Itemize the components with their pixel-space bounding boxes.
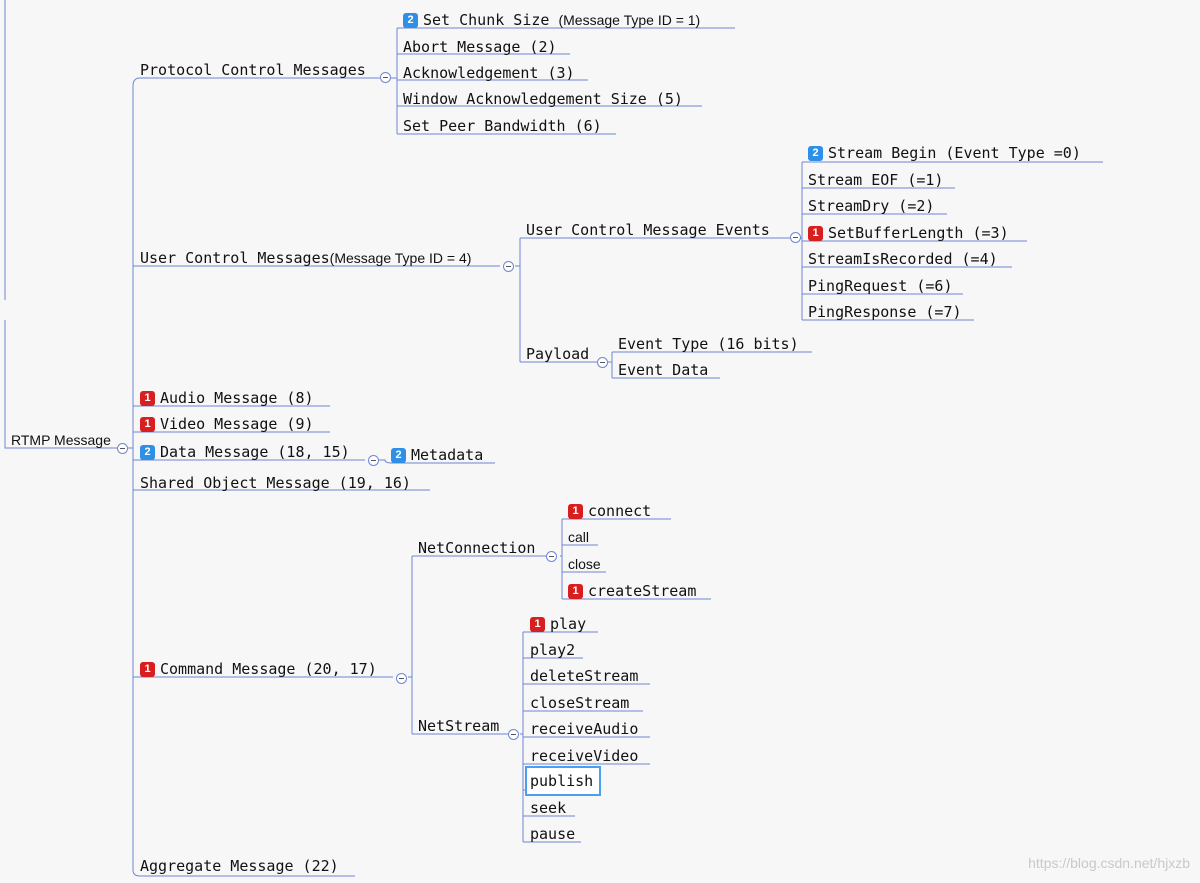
collapse-toggle-command[interactable]	[396, 673, 407, 684]
priority-1-icon: 1	[568, 504, 583, 519]
priority-1-icon: 1	[568, 584, 583, 599]
node-closestream[interactable]: closeStream	[530, 694, 630, 712]
collapse-toggle-user-control[interactable]	[503, 261, 514, 272]
node-pingresponse[interactable]: PingResponse (=7)	[808, 303, 962, 321]
node-netstream[interactable]: NetStream	[418, 717, 500, 735]
node-play2[interactable]: play2	[530, 641, 576, 659]
collapse-toggle-root[interactable]	[117, 443, 128, 454]
collapse-toggle-payload[interactable]	[597, 357, 608, 368]
node-event-data[interactable]: Event Data	[618, 361, 709, 379]
node-call[interactable]: call	[568, 529, 590, 545]
node-netconnection[interactable]: NetConnection	[418, 539, 536, 557]
node-label: SetBufferLength (=3)	[828, 224, 1009, 242]
node-connect[interactable]: 1 connect	[565, 498, 657, 524]
node-label: Audio Message (8)	[160, 389, 314, 407]
node-pause[interactable]: pause	[530, 825, 576, 843]
node-set-chunk-size[interactable]: 2 Set Chunk Size (Message Type ID = 1)	[400, 7, 706, 33]
watermark-text: https://blog.csdn.net/hjxzb	[1028, 855, 1190, 871]
node-createstream[interactable]: 1 createStream	[565, 578, 702, 604]
node-shared-object-message[interactable]: Shared Object Message (19, 16)	[140, 474, 411, 492]
node-command-message[interactable]: 1 Command Message (20, 17)	[137, 656, 383, 682]
node-protocol-control-messages[interactable]: Protocol Control Messages	[140, 61, 366, 79]
node-set-peer-bandwidth[interactable]: Set Peer Bandwidth (6)	[403, 117, 602, 135]
priority-1-icon: 1	[530, 617, 545, 632]
node-acknowledgement[interactable]: Acknowledgement (3)	[403, 64, 575, 82]
node-label: Command Message (20, 17)	[160, 660, 377, 678]
node-label: Stream Begin (Event Type =0)	[828, 144, 1081, 162]
node-data-message[interactable]: 2 Data Message (18, 15)	[137, 439, 356, 465]
priority-2-icon: 2	[808, 146, 823, 161]
node-seek[interactable]: seek	[530, 799, 567, 817]
node-user-control-messages[interactable]: User Control Messages(Message Type ID = …	[137, 245, 477, 271]
node-pingrequest[interactable]: PingRequest (=6)	[808, 277, 953, 295]
priority-2-icon: 2	[140, 445, 155, 460]
node-deletestream[interactable]: deleteStream	[530, 667, 639, 685]
priority-1-icon: 1	[140, 417, 155, 432]
priority-1-icon: 1	[140, 662, 155, 677]
collapse-toggle-events[interactable]	[790, 232, 801, 243]
node-stream-begin[interactable]: 2 Stream Begin (Event Type =0)	[805, 140, 1087, 166]
node-abort-message[interactable]: Abort Message (2)	[403, 38, 557, 56]
priority-1-icon: 1	[140, 391, 155, 406]
collapse-toggle-data-message[interactable]	[368, 455, 379, 466]
priority-2-icon: 2	[403, 13, 418, 28]
node-user-control-message-events[interactable]: User Control Message Events	[526, 221, 770, 239]
node-stream-eof[interactable]: Stream EOF (=1)	[808, 171, 944, 189]
root-node-rtmp-message[interactable]: RTMP Message	[11, 432, 111, 448]
node-publish-selected[interactable]: publish	[524, 766, 602, 796]
node-video-message[interactable]: 1 Video Message (9)	[137, 411, 320, 437]
node-streamisrecorded[interactable]: StreamIsRecorded (=4)	[808, 250, 998, 268]
collapse-toggle-netconnection[interactable]	[546, 551, 557, 562]
node-label: play	[550, 615, 587, 633]
node-event-type[interactable]: Event Type (16 bits)	[618, 335, 799, 353]
node-label: Set Chunk Size	[423, 11, 550, 29]
node-label: connect	[588, 502, 652, 520]
node-label: createStream	[588, 582, 697, 600]
node-setbufferlength[interactable]: 1 SetBufferLength (=3)	[805, 220, 1015, 246]
node-label-suffix: (Message Type ID = 4)	[329, 250, 472, 266]
node-receivevideo[interactable]: receiveVideo	[530, 747, 639, 765]
node-label: User Control Messages	[140, 249, 330, 267]
node-close[interactable]: close	[568, 556, 601, 572]
node-audio-message[interactable]: 1 Audio Message (8)	[137, 385, 320, 411]
priority-2-icon: 2	[391, 448, 406, 463]
priority-1-icon: 1	[808, 226, 823, 241]
node-aggregate-message[interactable]: Aggregate Message (22)	[140, 857, 339, 875]
node-payload[interactable]: Payload	[526, 345, 590, 363]
collapse-toggle-protocol-control[interactable]	[380, 72, 391, 83]
node-metadata[interactable]: 2 Metadata	[388, 442, 489, 468]
node-label: Metadata	[411, 446, 484, 464]
node-label: Video Message (9)	[160, 415, 314, 433]
node-label-suffix: (Message Type ID = 1)	[558, 12, 701, 28]
node-receiveaudio[interactable]: receiveAudio	[530, 720, 639, 738]
node-play[interactable]: 1 play	[527, 611, 592, 637]
node-window-ack-size[interactable]: Window Acknowledgement Size (5)	[403, 90, 683, 108]
collapse-toggle-netstream[interactable]	[508, 729, 519, 740]
node-label: Data Message (18, 15)	[160, 443, 350, 461]
node-streamdry[interactable]: StreamDry (=2)	[808, 197, 935, 215]
